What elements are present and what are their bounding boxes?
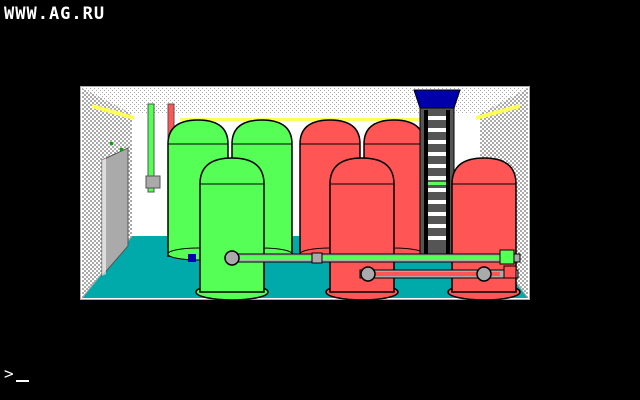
floor-object-icon[interactable] bbox=[188, 254, 196, 262]
game-viewport[interactable] bbox=[80, 86, 530, 300]
text-cursor-icon bbox=[15, 380, 29, 382]
watermark-text: WWW.AG.RU bbox=[4, 4, 106, 24]
room-scene bbox=[80, 86, 530, 300]
ladder-icon[interactable] bbox=[413, 89, 461, 259]
command-prompt[interactable]: > bbox=[4, 364, 29, 384]
ceiling-light-icon bbox=[92, 104, 520, 121]
green-tank-front[interactable] bbox=[195, 157, 269, 300]
prompt-symbol: > bbox=[4, 364, 14, 383]
valve-icon[interactable] bbox=[224, 249, 517, 282]
floor-pipes bbox=[229, 253, 521, 279]
door-icon[interactable] bbox=[101, 142, 129, 278]
